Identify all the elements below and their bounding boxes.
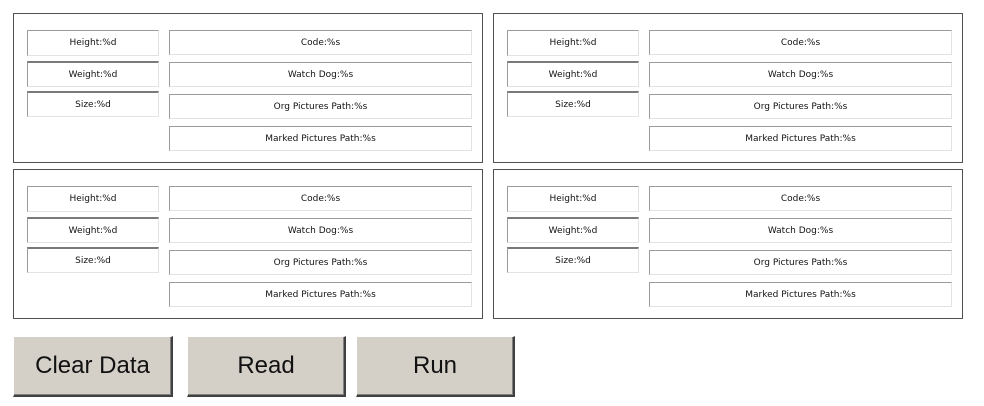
run-button[interactable]: Run [356, 336, 515, 397]
size-field: Size:%d [27, 91, 159, 117]
status-panel-2: Height:%d Weight:%d Size:%d Code:%s Watc… [493, 13, 963, 163]
height-field: Height:%d [507, 30, 639, 56]
height-field: Height:%d [27, 30, 159, 56]
read-button[interactable]: Read [187, 336, 346, 397]
code-field: Code:%s [169, 30, 472, 55]
watchdog-field: Watch Dog:%s [169, 218, 472, 243]
org-pictures-path-field: Org Pictures Path:%s [649, 250, 952, 275]
height-field: Height:%d [507, 186, 639, 212]
code-field: Code:%s [169, 186, 472, 211]
code-field: Code:%s [649, 30, 952, 55]
status-panel-3: Height:%d Weight:%d Size:%d Code:%s Watc… [13, 169, 483, 319]
size-field: Size:%d [27, 247, 159, 273]
height-field: Height:%d [27, 186, 159, 212]
weight-field: Weight:%d [27, 61, 159, 87]
weight-field: Weight:%d [27, 217, 159, 243]
marked-pictures-path-field: Marked Pictures Path:%s [649, 282, 952, 307]
marked-pictures-path-field: Marked Pictures Path:%s [169, 282, 472, 307]
weight-field: Weight:%d [507, 61, 639, 87]
clear-data-button[interactable]: Clear Data [13, 336, 173, 397]
watchdog-field: Watch Dog:%s [649, 218, 952, 243]
status-panel-4: Height:%d Weight:%d Size:%d Code:%s Watc… [493, 169, 963, 319]
watchdog-field: Watch Dog:%s [649, 62, 952, 87]
marked-pictures-path-field: Marked Pictures Path:%s [649, 126, 952, 151]
org-pictures-path-field: Org Pictures Path:%s [649, 94, 952, 119]
watchdog-field: Watch Dog:%s [169, 62, 472, 87]
weight-field: Weight:%d [507, 217, 639, 243]
org-pictures-path-field: Org Pictures Path:%s [169, 94, 472, 119]
status-panel-1: Height:%d Weight:%d Size:%d Code:%s Watc… [13, 13, 483, 163]
code-field: Code:%s [649, 186, 952, 211]
size-field: Size:%d [507, 91, 639, 117]
size-field: Size:%d [507, 247, 639, 273]
org-pictures-path-field: Org Pictures Path:%s [169, 250, 472, 275]
marked-pictures-path-field: Marked Pictures Path:%s [169, 126, 472, 151]
